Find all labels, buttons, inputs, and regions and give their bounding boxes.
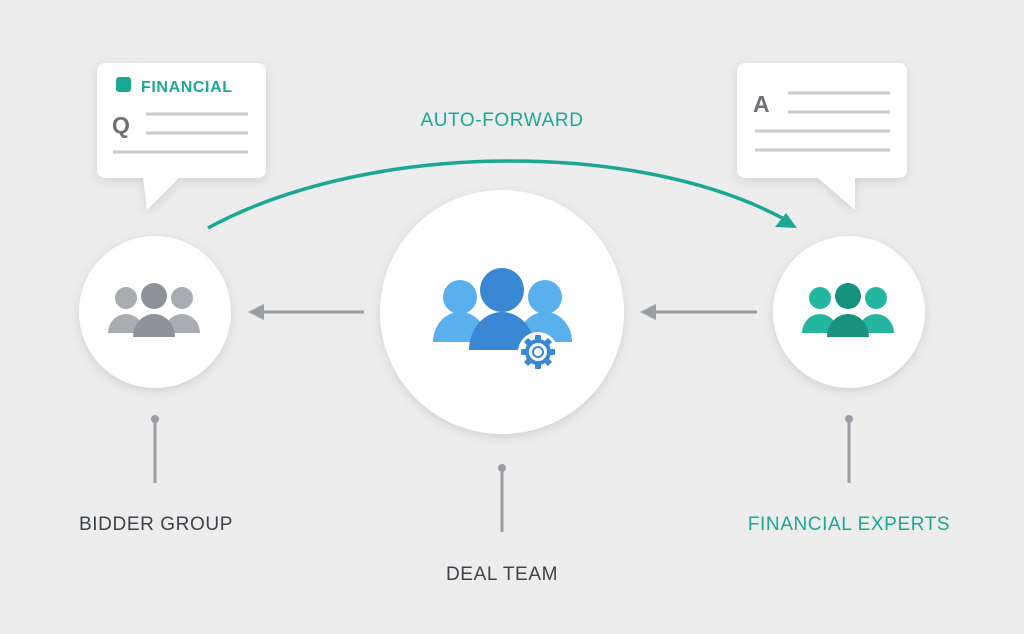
arrow-experts-to-deal	[640, 304, 757, 320]
bidder-group-icon	[108, 283, 200, 337]
question-text-lines	[113, 112, 248, 154]
arrow-deal-to-bidder	[248, 304, 364, 320]
question-letter: Q	[112, 112, 130, 138]
financial-experts-connector	[845, 415, 853, 483]
auto-forward-label: AUTO-FORWARD	[420, 110, 583, 131]
answer-card	[737, 63, 907, 210]
deal-team-icon	[433, 268, 572, 350]
answer-letter: A	[753, 91, 770, 117]
bidder-group-label: BIDDER GROUP	[79, 514, 233, 535]
gear-icon	[518, 332, 558, 372]
financial-experts-node	[773, 236, 925, 388]
auto-forward-arrowhead	[775, 213, 797, 228]
question-card	[97, 63, 266, 210]
auto-forward-arrow	[207, 159, 787, 230]
category-tag-icon	[116, 77, 131, 92]
bidder-group-connector	[151, 415, 159, 483]
financial-experts-icon	[802, 283, 894, 337]
bidder-group-node	[79, 236, 231, 388]
category-label: FINANCIAL	[141, 79, 233, 96]
deal-team-connector	[498, 464, 506, 532]
deal-team-label: DEAL TEAM	[445, 564, 559, 585]
answer-text-lines	[755, 91, 890, 152]
financial-experts-label: FINANCIAL EXPERTS	[747, 514, 951, 535]
